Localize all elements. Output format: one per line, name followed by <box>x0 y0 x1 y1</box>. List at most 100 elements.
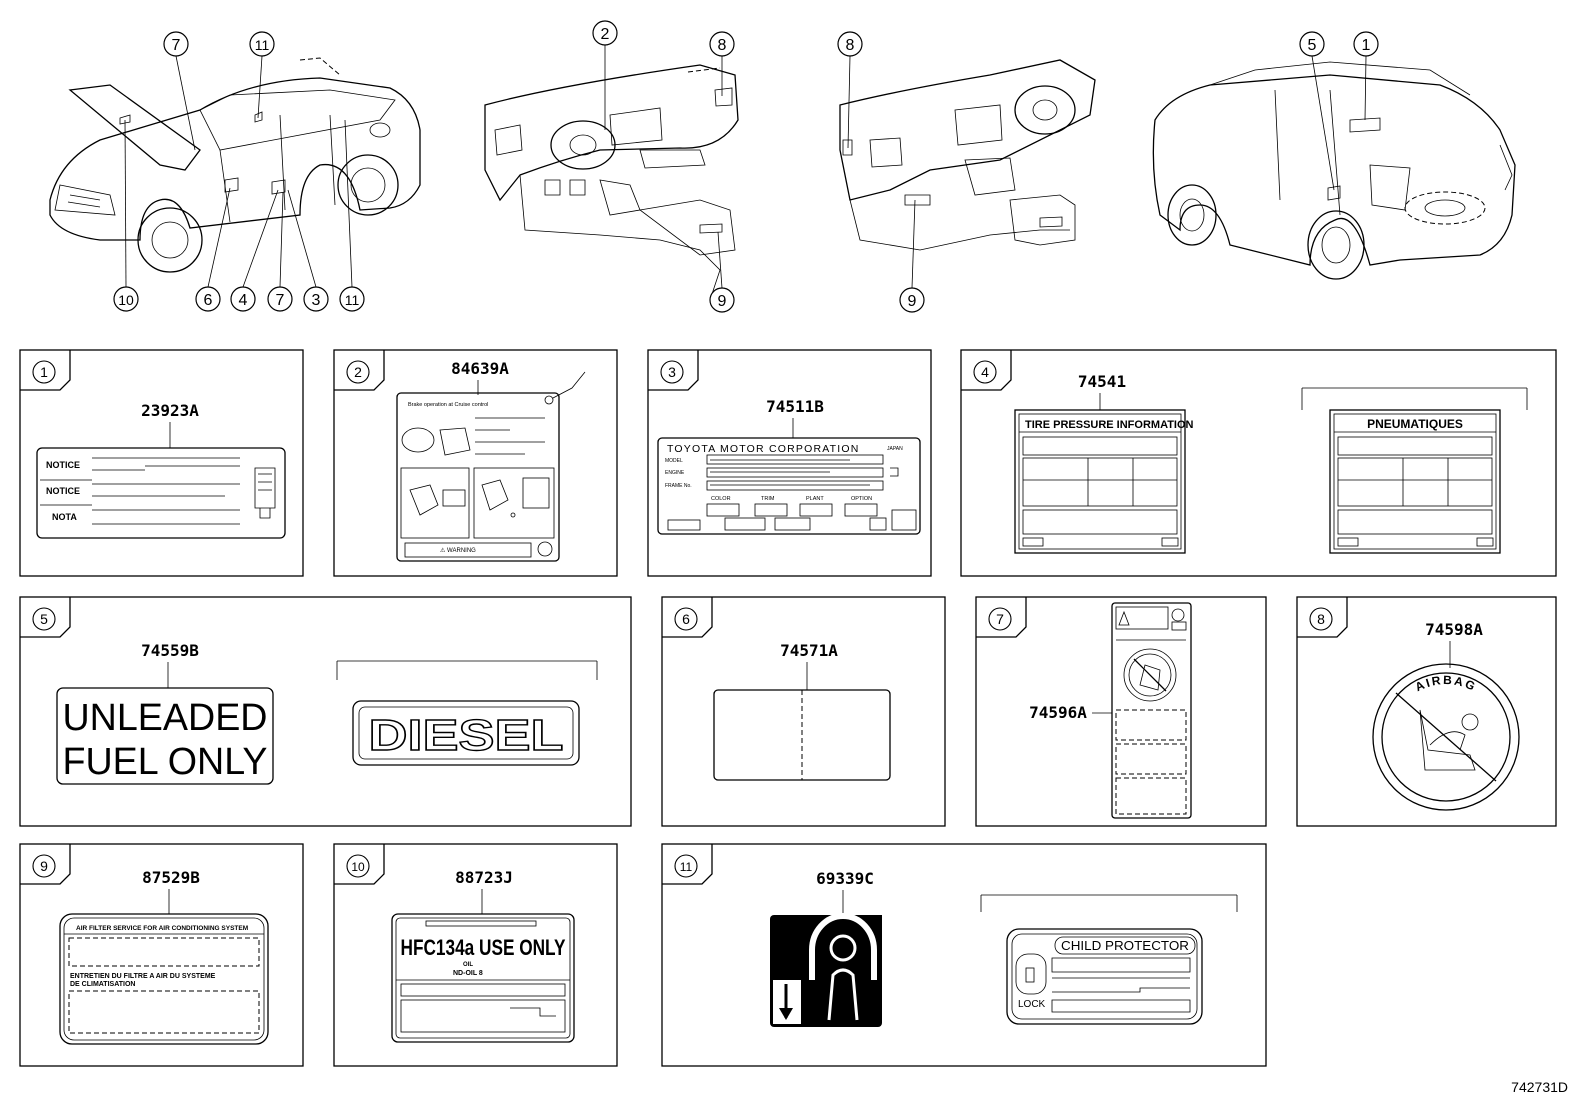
svg-text:5: 5 <box>40 611 48 627</box>
no-child-seat-icon <box>1123 648 1177 702</box>
panel-number: 11 <box>674 854 698 878</box>
part-number: 74559B <box>141 641 199 660</box>
panel-10: 10 88723J HFC134a USE ONLY OIL ND-OIL 8 <box>333 843 618 1067</box>
label-line: MODEL <box>665 458 683 464</box>
label-line: TRIM <box>761 496 775 502</box>
label-line: CHILD PROTECTOR <box>1061 938 1189 953</box>
label-line: FUEL ONLY <box>63 741 268 783</box>
panel-2: 2 84639A Brake operation at Cruise contr… <box>333 349 618 577</box>
svg-text:7: 7 <box>996 611 1004 627</box>
hand-icon <box>409 484 439 516</box>
label-line: AIRBAG <box>1413 673 1479 694</box>
hand-icon <box>481 479 509 511</box>
label-line: Brake operation at Cruise control <box>408 402 488 408</box>
panel-11: 11 69339C CHILD PROTECTOR LOCK <box>661 843 1267 1067</box>
label-line: AIR FILTER SERVICE FOR AIR CONDITIONING … <box>76 925 248 932</box>
label-line: NOTA <box>52 512 77 522</box>
car-front-view <box>49 57 421 273</box>
panel-1: 1 23923A NOTICE NOTICE NOTA <box>19 349 304 577</box>
svg-text:5: 5 <box>1308 37 1317 54</box>
label-line: NOTICE <box>46 486 80 496</box>
panel-number: 10 <box>346 854 370 878</box>
part-number: 74596A <box>1029 703 1087 722</box>
svg-text:4: 4 <box>981 364 989 380</box>
label-line: FRAME No. <box>665 483 692 489</box>
callout-7b: 7 <box>267 286 293 312</box>
svg-text:3: 3 <box>668 364 676 380</box>
label-shape <box>352 700 580 766</box>
steering-wheel-icon <box>401 427 435 453</box>
callout-11: 11 <box>249 31 275 57</box>
panel-number: 9 <box>32 854 56 878</box>
callout-4: 4 <box>230 286 256 312</box>
part-number: 23923A <box>141 401 199 420</box>
variant-bracket <box>1301 387 1528 410</box>
svg-text:8: 8 <box>1317 611 1325 627</box>
dashboard-lhd-view <box>484 64 739 301</box>
svg-text:6: 6 <box>204 292 213 309</box>
car-front-leaders <box>124 55 353 288</box>
part-number: 74541 <box>1078 372 1126 391</box>
spark-plug-icon <box>254 467 276 519</box>
panel-number: 2 <box>346 360 370 384</box>
car-rear-leaders <box>1311 55 1367 191</box>
svg-text:6: 6 <box>682 611 690 627</box>
svg-text:4: 4 <box>239 292 248 309</box>
panel-number: 6 <box>674 607 698 631</box>
svg-text:8: 8 <box>846 37 855 54</box>
child-seat-icon <box>1419 709 1476 771</box>
panel-7: 7 74596A <box>975 596 1267 827</box>
panel-number: 3 <box>660 360 684 384</box>
panel-number: 4 <box>973 360 997 384</box>
label-line: DE CLIMATISATION <box>70 981 135 988</box>
label-shape <box>1329 409 1501 554</box>
label-line: UNLEADED <box>63 697 268 739</box>
svg-text:11: 11 <box>255 37 270 53</box>
label-line: LOCK <box>1018 999 1046 1010</box>
svg-text:3: 3 <box>312 292 321 309</box>
callout-3: 3 <box>303 286 329 312</box>
variant-bracket <box>980 894 1238 912</box>
label-line: ENGINE <box>665 470 685 476</box>
svg-text:2: 2 <box>354 364 362 380</box>
label-line: DIESEL <box>369 711 564 760</box>
panel-9: 9 87529B AIR FILTER SERVICE FOR AIR COND… <box>19 843 304 1067</box>
svg-text:11: 11 <box>680 860 693 874</box>
svg-text:7: 7 <box>172 37 181 54</box>
svg-text:9: 9 <box>40 858 48 874</box>
panel-number: 5 <box>32 607 56 631</box>
child-icon <box>829 934 857 962</box>
label-line: HFC134a USE ONLY <box>401 935 566 960</box>
svg-text:2: 2 <box>601 26 610 43</box>
panel-6: 6 74571A <box>661 596 946 827</box>
label-line: TIRE PRESSURE INFORMATION <box>1025 419 1194 431</box>
part-number: 84639A <box>451 359 509 378</box>
variant-bracket <box>336 660 598 680</box>
label-shape <box>396 392 560 562</box>
callout-7: 7 <box>163 31 189 57</box>
label-shape <box>1014 409 1186 554</box>
label-line: TOYOTA MOTOR CORPORATION <box>667 443 860 455</box>
callout-11b: 11 <box>339 286 365 312</box>
label-line: PNEUMATIQUES <box>1367 417 1463 431</box>
svg-text:11: 11 <box>345 292 360 308</box>
callout-9b: 9 <box>899 287 925 313</box>
callout-2: 2 <box>592 20 618 46</box>
part-number: 74598A <box>1425 620 1483 639</box>
warning-icon <box>1118 610 1130 626</box>
panel-4: 4 74541 TIRE PRESSURE INFORMATION PNEUMA… <box>960 349 1557 577</box>
svg-text:9: 9 <box>908 293 917 310</box>
callout-9: 9 <box>709 287 735 313</box>
callout-5: 5 <box>1299 31 1325 57</box>
svg-text:9: 9 <box>718 293 727 310</box>
label-line: ND-OIL 8 <box>453 970 483 977</box>
callout-1: 1 <box>1353 31 1379 57</box>
label-shape <box>36 447 286 539</box>
car-rear-callouts: 5 1 <box>1299 31 1379 57</box>
label-shape <box>657 437 921 535</box>
svg-text:8: 8 <box>718 37 727 54</box>
label-shape <box>391 913 575 1043</box>
label-shape <box>1111 602 1192 819</box>
panel-number: 8 <box>1309 607 1333 631</box>
